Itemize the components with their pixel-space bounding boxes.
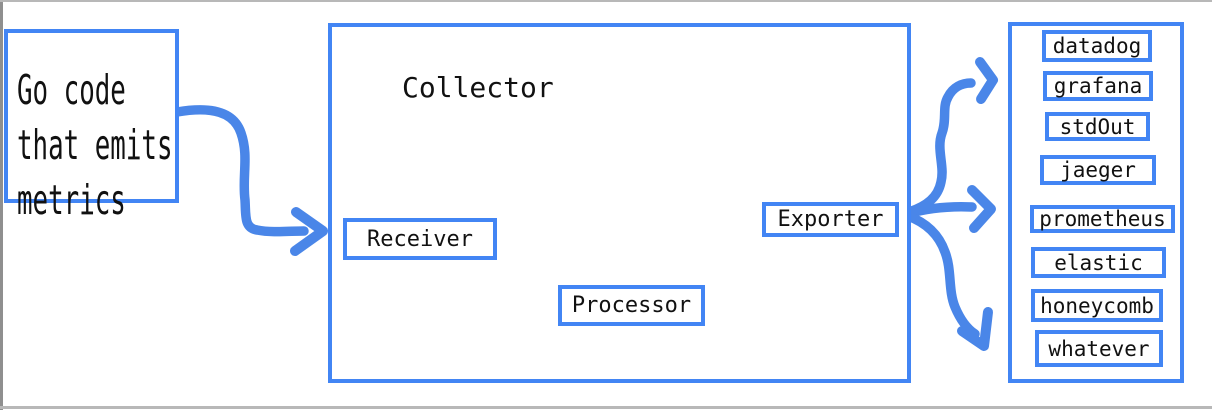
source-node-label: Go code that emits metrics xyxy=(17,63,187,228)
exporter-node: Exporter xyxy=(762,202,899,237)
arrow-exporter-branch-lower xyxy=(903,211,993,351)
arrow-exporter-branch-upper xyxy=(904,57,998,217)
backend-label: elastic xyxy=(1054,250,1143,275)
backend-node-grafana: grafana xyxy=(1043,71,1153,101)
backend-node-stdout: stdOut xyxy=(1045,112,1150,141)
source-node: Go code that emits metrics xyxy=(4,29,179,224)
exporter-label: Exporter xyxy=(777,207,884,232)
backend-label: datadog xyxy=(1052,34,1142,58)
canvas-left-edge xyxy=(0,0,3,410)
source-line-3: metrics xyxy=(17,176,126,224)
backend-node-datadog: datadog xyxy=(1042,30,1152,62)
backend-label: prometheus xyxy=(1039,207,1166,231)
backend-node-jaeger: jaeger xyxy=(1040,155,1156,185)
backend-node-elastic: elastic xyxy=(1031,247,1166,278)
backend-label: honeycomb xyxy=(1040,293,1154,318)
receiver-node: Receiver xyxy=(343,218,497,260)
collector-title: Collector xyxy=(402,71,554,104)
arrow-exporter-branch-middle xyxy=(902,185,996,233)
backend-node-honeycomb: honeycomb xyxy=(1031,289,1163,322)
receiver-label: Receiver xyxy=(367,226,473,252)
processor-label: Processor xyxy=(571,293,692,318)
processor-node: Processor xyxy=(558,285,705,326)
source-line-2: that emits xyxy=(17,121,173,169)
canvas-bottom-edge xyxy=(0,406,1212,409)
arrow-source-to-collector xyxy=(172,105,328,256)
backend-label: whatever xyxy=(1048,336,1150,361)
backend-node-whatever: whatever xyxy=(1035,330,1163,367)
backend-node-prometheus: prometheus xyxy=(1030,205,1175,233)
backend-label: jaeger xyxy=(1060,158,1136,182)
source-line-1: Go code xyxy=(17,66,126,114)
backend-label: grafana xyxy=(1053,74,1143,98)
backend-label: stdOut xyxy=(1059,114,1136,139)
canvas-top-edge xyxy=(0,0,1212,2)
